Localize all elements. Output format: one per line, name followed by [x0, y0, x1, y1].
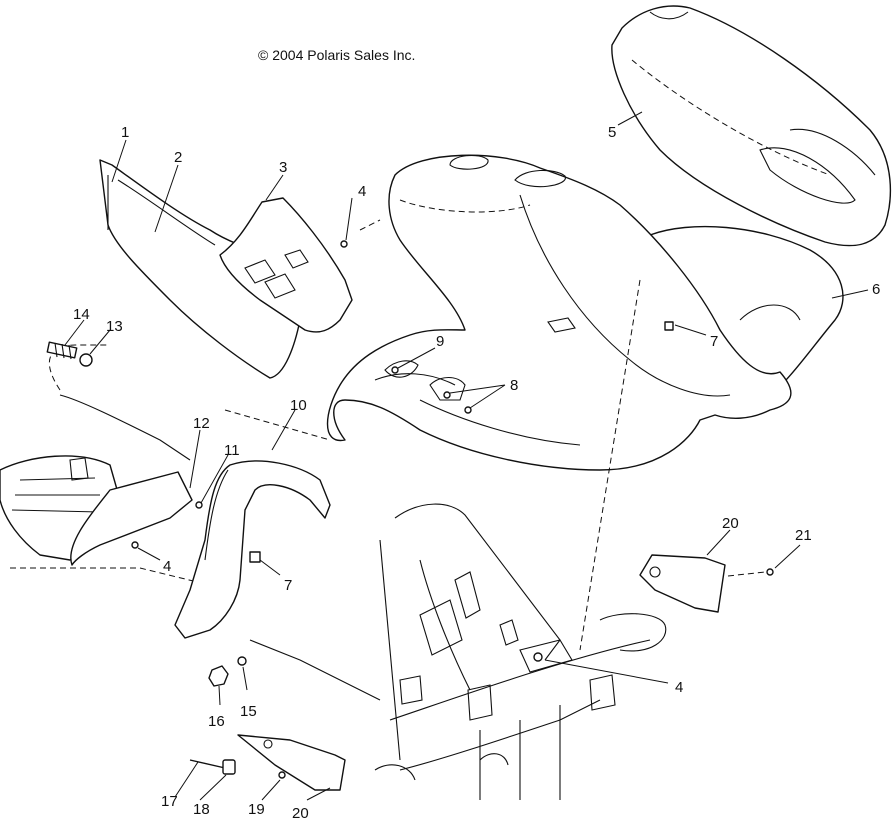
- nut-16: [208, 665, 229, 687]
- hardware-bolt-14: [46, 341, 78, 360]
- screw-9: [391, 366, 399, 374]
- callout-4-top: 4: [358, 183, 366, 200]
- clip-7-right: [664, 321, 674, 331]
- callout-20-right: 20: [722, 515, 739, 532]
- copyright-text: © 2004 Polaris Sales Inc.: [258, 47, 415, 63]
- callout-9: 9: [436, 333, 444, 350]
- screw-8b: [464, 406, 472, 414]
- callout-18: 18: [193, 801, 210, 818]
- part-fender-flare: [174, 460, 331, 639]
- callout-labels: 1 2 3 4 5 6 7 8 9 10 11 12 13 14 4 7 4 1…: [73, 124, 880, 822]
- washer-13: [79, 353, 93, 367]
- callout-11: 11: [224, 442, 240, 459]
- screw-21: [766, 568, 774, 576]
- callout-7-left: 7: [284, 577, 292, 594]
- part-left-footrest: [0, 344, 231, 591]
- screw-11: [195, 501, 203, 509]
- callout-4-right: 4: [675, 679, 683, 696]
- part-front-body: [326, 154, 792, 471]
- screw-19: [278, 771, 286, 779]
- callout-8: 8: [510, 377, 518, 394]
- part-frame: [249, 503, 667, 800]
- callout-15: 15: [240, 703, 257, 720]
- part-seat: [611, 5, 892, 247]
- grommet-18: [222, 759, 236, 775]
- callout-4-left: 4: [163, 558, 171, 575]
- pin-17: [189, 759, 226, 769]
- callout-19: 19: [248, 801, 265, 818]
- part-bracket-bottom: [237, 734, 346, 791]
- washer-15: [237, 656, 247, 666]
- leader-lines: [64, 111, 869, 801]
- part-bracket-right: [639, 554, 726, 613]
- callout-2: 2: [174, 149, 182, 166]
- callout-12: 12: [193, 415, 210, 432]
- screw-4-left: [131, 541, 139, 549]
- callout-6: 6: [872, 281, 880, 298]
- callout-7-right: 7: [710, 333, 718, 350]
- callout-13: 13: [106, 318, 123, 335]
- callout-21: 21: [795, 527, 812, 544]
- screw-8a: [443, 391, 451, 399]
- callout-20-bottom: 20: [292, 805, 309, 820]
- callout-3: 3: [279, 159, 287, 176]
- callout-16: 16: [208, 713, 225, 730]
- part-footwell: [219, 197, 353, 333]
- callout-10: 10: [290, 397, 307, 414]
- screw-4-top: [340, 240, 348, 248]
- callout-5: 5: [608, 124, 616, 141]
- callout-1: 1: [121, 124, 129, 141]
- callout-17: 17: [161, 793, 178, 810]
- part-side-panel: [99, 159, 309, 379]
- part-bracket-left: [70, 471, 193, 566]
- screw-4-right: [533, 652, 543, 662]
- clip-7-left: [249, 551, 261, 563]
- callout-14: 14: [73, 306, 90, 323]
